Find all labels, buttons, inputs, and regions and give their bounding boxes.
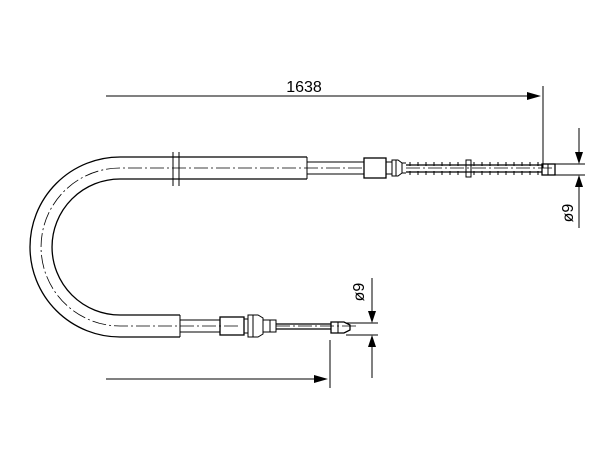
- upper-diameter-dimension: ø9: [552, 128, 585, 228]
- lower-ferrule-body: [219, 316, 245, 336]
- lower-diameter-dimension: ø9: [346, 278, 378, 378]
- upper-dia-arrow-bottom: [575, 175, 583, 187]
- lower-dia-arrow-top: [368, 311, 376, 323]
- overall-length-label: 1638: [286, 79, 322, 96]
- upper-end-fitting: [306, 157, 556, 179]
- lower-dia-arrow-bottom: [368, 335, 376, 347]
- sheath-outer-edge: [29, 156, 307, 338]
- lower-diameter-label: ø9: [351, 283, 368, 302]
- lower-end-fitting: [179, 314, 356, 338]
- sheath-inner-edge: [51, 178, 307, 316]
- upper-diameter-label: ø9: [560, 204, 577, 223]
- upper-ferrule-body: [363, 157, 387, 179]
- lower-end-nipple: [330, 321, 351, 334]
- lower-collar: [269, 319, 277, 333]
- upper-nut: [391, 159, 403, 177]
- lower-dimension-arrow: [314, 375, 328, 383]
- upper-dia-arrow-top: [575, 152, 583, 164]
- length-arrow-right: [527, 92, 541, 100]
- lower-length-reference: [106, 340, 331, 388]
- cable-sheath: [29, 152, 362, 338]
- sheath-center-line: [40, 167, 362, 327]
- lower-nut: [247, 314, 264, 338]
- upper-clip: [465, 159, 472, 178]
- overall-length-dimension: 1638: [106, 79, 544, 168]
